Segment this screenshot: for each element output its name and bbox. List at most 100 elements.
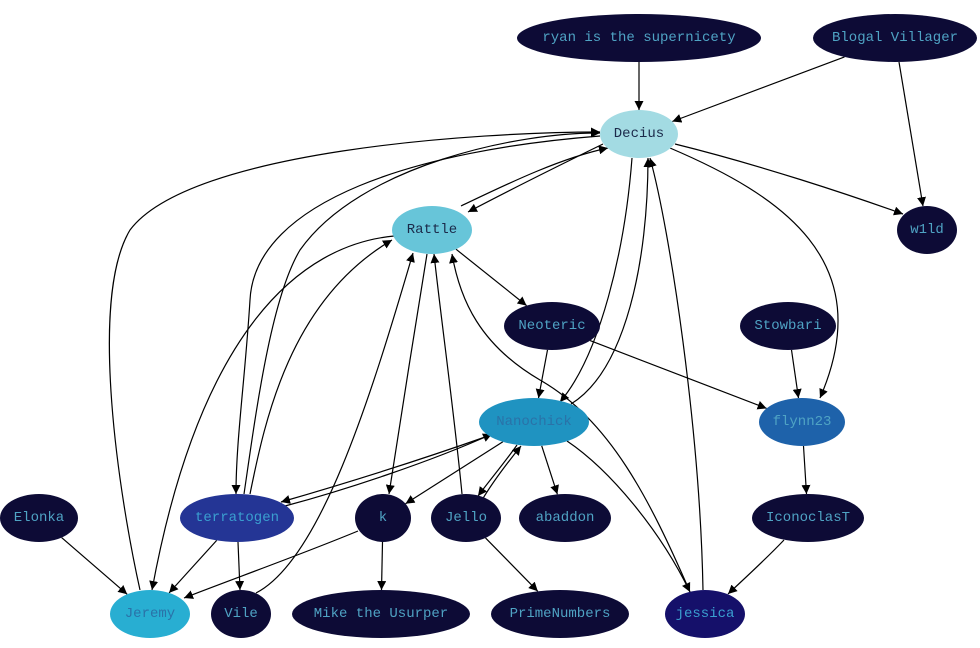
edge-nanochick-to-jello <box>477 444 518 497</box>
node-wild-shape <box>897 206 957 254</box>
edge-k-to-jeremy <box>183 530 359 599</box>
node-terratogen[interactable]: terratogen <box>180 494 294 542</box>
node-elonka-label: Elonka <box>14 510 64 526</box>
node-decius[interactable]: Decius <box>600 110 678 158</box>
edge-decius-to-rattle <box>467 143 604 213</box>
node-elonka[interactable]: Elonka <box>0 494 78 542</box>
node-k[interactable]: k <box>355 494 411 542</box>
edge-neoteric-to-nanochick <box>535 349 549 399</box>
node-rattle-shape <box>392 206 472 254</box>
node-wild[interactable]: w1ld <box>897 206 957 254</box>
node-ryan-label: ryan is the supernicety <box>542 30 735 46</box>
node-rattle[interactable]: Rattle <box>392 206 472 254</box>
edge-terratogen-to-rattle <box>249 239 393 495</box>
edge-vile-to-rattle <box>255 252 415 594</box>
edge-decius-to-flynn <box>669 147 839 399</box>
edge-flynn-to-iconoclast <box>801 445 811 495</box>
node-stowbari[interactable]: Stowbari <box>740 302 836 350</box>
node-decius-label: Decius <box>614 126 664 142</box>
edge-terratogen-to-nanochick <box>284 433 493 507</box>
edge-jeremy-to-decius <box>108 127 601 591</box>
edge-terratogen-to-jeremy <box>168 539 218 594</box>
node-ryan[interactable]: ryan is the supernicety <box>517 14 761 62</box>
node-blogal-shape <box>813 14 977 62</box>
edge-terratogen-to-decius <box>243 128 601 495</box>
edge-jessica-to-rattle <box>449 253 691 593</box>
edge-decius-to-terratogen <box>231 135 601 495</box>
node-elonka-shape <box>0 494 78 542</box>
node-vile-label: Vile <box>224 606 258 622</box>
edge-nanochick-to-k <box>405 441 504 505</box>
node-wild-label: w1ld <box>910 222 944 238</box>
edge-nanochick-to-abaddon <box>541 445 559 495</box>
node-prime[interactable]: PrimeNumbers <box>491 590 629 638</box>
node-nanochick[interactable]: Nanochick <box>479 398 589 446</box>
node-jeremy-shape <box>110 590 190 638</box>
edge-blogal-to-decius <box>672 56 845 123</box>
node-jello[interactable]: Jello <box>431 494 501 542</box>
edge-iconoclast-to-jessica <box>727 539 785 595</box>
edge-rattle-to-jeremy <box>149 235 395 591</box>
node-flynn-label: flynn23 <box>773 414 832 430</box>
node-jessica-shape <box>665 590 745 638</box>
edge-blogal-to-wild <box>898 61 926 207</box>
node-blogal[interactable]: Blogal Villager <box>813 14 977 62</box>
edge-rattle-to-neoteric <box>455 248 527 307</box>
edge-elonka-to-jeremy <box>61 537 128 595</box>
node-terratogen-shape <box>180 494 294 542</box>
nodes-layer: ryan is the supernicety Blogal VillagerDe… <box>0 14 977 638</box>
edge-jello-to-rattle <box>430 253 463 495</box>
node-jello-label: Jello <box>445 510 487 526</box>
node-k-shape <box>355 494 411 542</box>
node-nanochick-shape <box>479 398 589 446</box>
edge-decius-to-nanochick <box>559 157 633 403</box>
node-terratogen-label: terratogen <box>195 510 279 526</box>
node-neoteric-label: Neoteric <box>518 318 585 334</box>
node-jessica[interactable]: jessica <box>665 590 745 638</box>
node-jeremy[interactable]: Jeremy <box>110 590 190 638</box>
node-vile-shape <box>211 590 271 638</box>
node-mike[interactable]: Mike the Usurper <box>292 590 470 638</box>
node-jeremy-label: Jeremy <box>125 606 175 622</box>
node-jello-shape <box>431 494 501 542</box>
node-vile[interactable]: Vile <box>211 590 271 638</box>
node-abaddon-shape <box>519 494 611 542</box>
edge-neoteric-to-flynn <box>589 340 767 410</box>
node-iconoclast-label: IconoclasT <box>766 510 850 526</box>
edge-jello-to-prime <box>485 537 539 592</box>
edge-nanochick-to-jessica <box>566 440 691 593</box>
node-ryan-shape <box>517 14 761 62</box>
edge-terratogen-to-vile <box>235 541 245 591</box>
edge-nanochick-to-terratogen <box>280 435 489 504</box>
node-nanochick-label: Nanochick <box>496 414 572 430</box>
node-stowbari-label: Stowbari <box>754 318 821 334</box>
edge-k-to-mike <box>377 541 387 591</box>
edge-decius-to-wild <box>674 143 904 216</box>
node-jessica-label: jessica <box>676 606 735 622</box>
node-k-label: k <box>379 510 387 526</box>
node-blogal-label: Blogal Villager <box>832 30 958 46</box>
edge-rattle-to-k <box>385 253 428 495</box>
node-flynn[interactable]: flynn23 <box>759 398 845 446</box>
edge-stowbari-to-flynn <box>790 349 802 399</box>
edge-rattle-to-decius <box>460 145 609 207</box>
node-iconoclast-shape <box>752 494 864 542</box>
node-neoteric[interactable]: Neoteric <box>504 302 600 350</box>
edge-jessica-to-decius <box>648 157 704 591</box>
node-mike-label: Mike the Usurper <box>314 606 448 622</box>
node-stowbari-shape <box>740 302 836 350</box>
node-decius-shape <box>600 110 678 158</box>
node-prime-label: PrimeNumbers <box>510 606 611 622</box>
node-neoteric-shape <box>504 302 600 350</box>
node-abaddon[interactable]: abaddon <box>519 494 611 542</box>
node-rattle-label: Rattle <box>407 222 457 238</box>
edge-nanochick-to-decius <box>570 157 653 405</box>
node-flynn-shape <box>759 398 845 446</box>
edges-layer <box>61 56 926 599</box>
node-abaddon-label: abaddon <box>536 510 595 526</box>
edge-jello-to-nanochick <box>481 445 522 501</box>
node-prime-shape <box>491 590 629 638</box>
node-mike-shape <box>292 590 470 638</box>
node-iconoclast[interactable]: IconoclasT <box>752 494 864 542</box>
